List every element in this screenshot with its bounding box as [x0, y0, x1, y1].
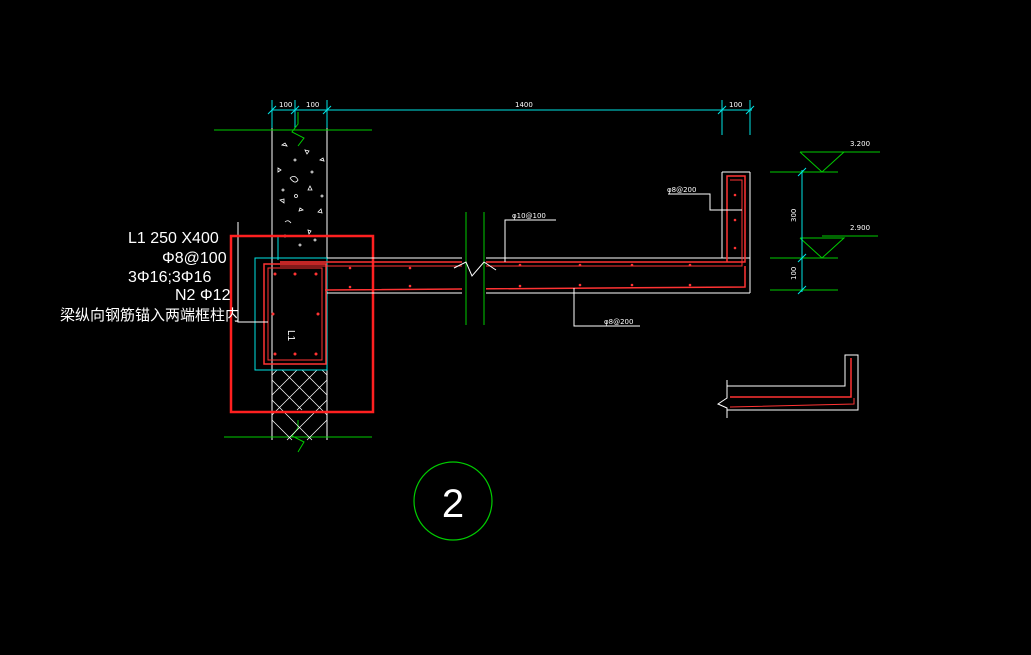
dim-text-3: 1400 [515, 101, 533, 109]
beam-label-note: 梁纵向钢筋锚入两端框柱内 [60, 307, 240, 324]
dim-vertical-300: 300 [790, 209, 798, 222]
beam-label-rebar: 3Φ16;3Φ16 [128, 269, 211, 286]
level-top: 3.200 [850, 140, 870, 148]
level-marks [770, 151, 880, 295]
dim-text-1: 100 [279, 101, 292, 109]
rebar-label-middle: φ10@100 [512, 212, 546, 220]
section-marker [413, 461, 493, 541]
beam-section [254, 236, 328, 371]
section-marker-number: 2 [442, 482, 464, 526]
top-dimension-chain [267, 100, 755, 135]
highlight-box [229, 234, 375, 414]
rebar-leaders [504, 193, 742, 327]
beam-label-stirrup: Φ8@100 [162, 250, 227, 267]
small-detail [716, 354, 859, 418]
beam-section-label: L1 [285, 330, 296, 342]
rebar-label-upper: φ8@200 [667, 186, 696, 194]
dim-text-2: 100 [306, 101, 319, 109]
dim-text-4: 100 [729, 101, 742, 109]
rebar-label-bottom: φ8@200 [604, 318, 633, 326]
slab-break [453, 212, 497, 325]
beam-label-size: L1 250 X400 [128, 230, 219, 247]
level-bottom: 2.900 [850, 224, 870, 232]
beam-label-leader [237, 222, 268, 323]
beam-label-side: N2 Φ12 [175, 287, 231, 304]
dim-vertical-100: 100 [790, 267, 798, 280]
